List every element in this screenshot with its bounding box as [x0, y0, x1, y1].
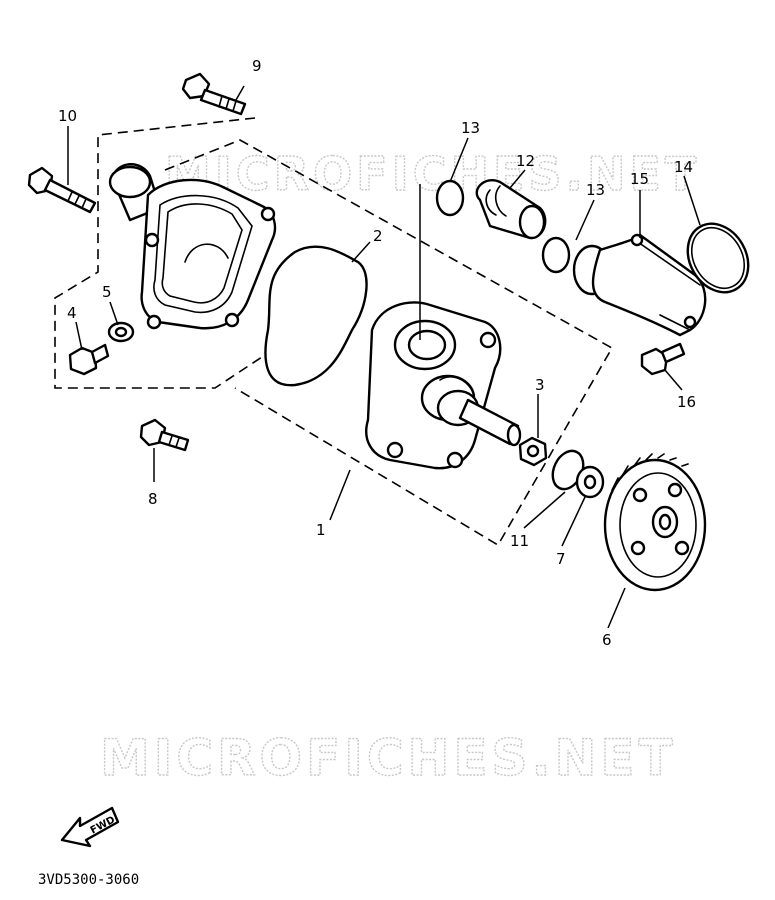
o-ring-part-14-inner	[690, 227, 746, 289]
bolt-part-16	[640, 342, 686, 376]
washer-part-5	[107, 321, 135, 343]
callout-16: 16	[677, 393, 696, 411]
callout-13-right: 13	[586, 181, 605, 199]
callout-5: 5	[102, 283, 112, 301]
watermark-top: MICROFICHES.NET	[165, 147, 700, 201]
o-ring-part-13a	[435, 179, 465, 217]
pump-group-outline	[164, 139, 614, 547]
leader-lines	[67, 85, 701, 629]
callout-labels: 9 10 2 3 4 5 8 1 13 12 13 15 14 16 11 7 …	[58, 57, 696, 649]
elbow-part-15	[572, 233, 707, 337]
o-ring-part-13b	[541, 236, 571, 274]
watermark-bottom: MICROFICHES.NET	[100, 729, 677, 787]
callout-10: 10	[58, 107, 77, 125]
callout-7: 7	[556, 550, 566, 568]
plug-part-4	[68, 343, 110, 376]
o-ring-part-14	[686, 222, 750, 294]
callout-4: 4	[67, 304, 77, 322]
nut-part-3	[518, 436, 548, 467]
pump-cover	[108, 163, 277, 330]
callout-1: 1	[316, 521, 326, 539]
bolt-part-10	[27, 166, 97, 214]
fwd-arrow-icon: FWD	[60, 806, 120, 848]
callout-14: 14	[674, 158, 693, 176]
diagram-code: 3VD5300-3060	[38, 872, 139, 888]
pipe-part-12	[475, 179, 547, 240]
pump-body-part-1	[365, 301, 522, 470]
callout-11: 11	[510, 532, 529, 550]
callout-3: 3	[535, 376, 545, 394]
callout-9: 9	[252, 57, 262, 75]
callout-13-top: 13	[461, 119, 480, 137]
washer-part-7	[575, 465, 605, 499]
callout-15: 15	[630, 170, 649, 188]
cover-group-outline	[54, 117, 266, 389]
callout-8: 8	[148, 490, 158, 508]
callout-6: 6	[602, 631, 612, 649]
callout-2: 2	[373, 227, 383, 245]
bolt-part-9	[181, 72, 247, 116]
bolt-part-8	[139, 418, 190, 452]
gear-part-6	[603, 453, 707, 592]
callout-12: 12	[516, 152, 535, 170]
gasket-part-2	[264, 245, 368, 387]
